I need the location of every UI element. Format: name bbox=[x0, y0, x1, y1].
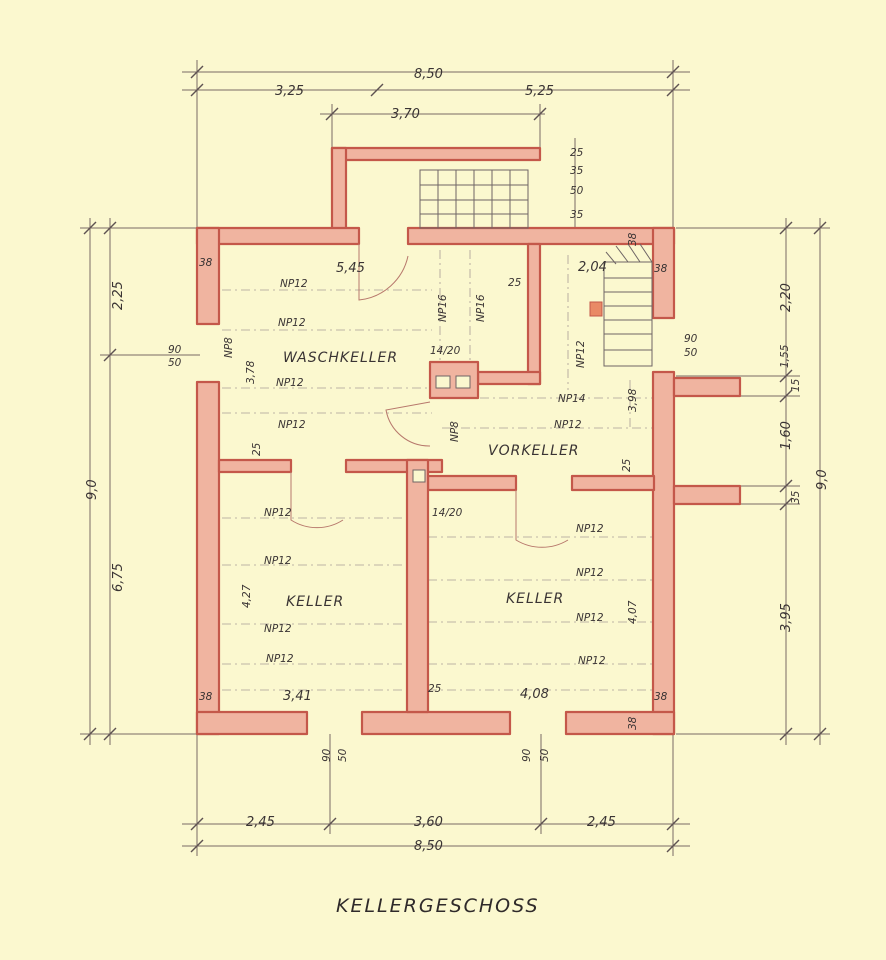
dim-stair-3: 50 bbox=[570, 185, 584, 197]
dim-bottom-window-left-a: 90 bbox=[321, 748, 333, 762]
label-np16-a: NP16 bbox=[437, 294, 449, 322]
wall-bottom-right bbox=[564, 710, 676, 736]
room-waschkeller: WASCHKELLER bbox=[283, 350, 398, 366]
label-vorkeller-depth: 3,98 bbox=[627, 388, 639, 412]
dim-bottom-right: 2,45 bbox=[587, 815, 616, 830]
dim-stair-4: 35 bbox=[570, 209, 584, 221]
wall-bottom-left bbox=[195, 710, 309, 736]
dim-left-upper: 2,25 bbox=[111, 281, 126, 310]
label-38-tl: 38 bbox=[199, 257, 213, 269]
dim-stair-2: 35 bbox=[570, 165, 584, 177]
dim-left-window-b: 50 bbox=[168, 357, 182, 369]
wall-entry-top bbox=[330, 146, 542, 162]
beam-label: NP12 bbox=[576, 523, 604, 535]
label-keller-right-depth: 4,07 bbox=[627, 600, 639, 624]
dim-right-5: 35 bbox=[790, 490, 802, 504]
dim-bottom-window-left-b: 50 bbox=[337, 748, 349, 762]
label-25-mid-right: 25 bbox=[621, 458, 633, 472]
label-25-bottom: 25 bbox=[428, 683, 442, 695]
beam-label: NP12 bbox=[264, 623, 292, 635]
dim-top-right: 5,25 bbox=[525, 84, 554, 99]
dim-right-window-a: 90 bbox=[684, 333, 698, 345]
beam-label: NP12 bbox=[278, 317, 306, 329]
room-keller-right: KELLER bbox=[506, 591, 564, 607]
dim-top-left: 3,25 bbox=[275, 84, 304, 99]
beam-label: NP12 bbox=[264, 507, 292, 519]
stairs bbox=[419, 169, 653, 367]
wall-left-lower bbox=[195, 380, 221, 736]
label-wash-depth: 3,78 bbox=[245, 360, 257, 384]
wall-keller-divider bbox=[405, 458, 430, 714]
dim-right-4: 1,60 bbox=[779, 421, 794, 450]
label-38-br1: 38 bbox=[654, 691, 668, 703]
label-25-mid-left: 25 bbox=[251, 442, 263, 456]
dim-left-window-a: 90 bbox=[168, 344, 182, 356]
wall-wash-right bbox=[526, 242, 542, 386]
walls bbox=[195, 146, 742, 736]
wall-top-left bbox=[195, 226, 361, 246]
dim-right-1: 2,20 bbox=[779, 283, 794, 312]
label-np8-a: NP8 bbox=[223, 337, 235, 358]
dim-left-lower: 6,75 bbox=[111, 563, 126, 592]
label-38-tr2: 38 bbox=[654, 263, 668, 275]
label-column-b: 14/20 bbox=[432, 507, 463, 519]
beam-label: NP12 bbox=[280, 278, 308, 290]
dim-stair-1: 25 bbox=[570, 147, 584, 159]
dim-right-6: 3,95 bbox=[779, 603, 794, 632]
dim-right-3: 15 bbox=[790, 378, 802, 392]
beam-label: NP12 bbox=[576, 567, 604, 579]
label-38-bl: 38 bbox=[199, 691, 213, 703]
label-np16-b: NP16 bbox=[475, 294, 487, 322]
beam-axis-lines bbox=[222, 250, 655, 691]
dim-top-overall: 8,50 bbox=[414, 67, 443, 82]
label-keller-right-width: 4,08 bbox=[520, 687, 549, 702]
label-keller-left-depth: 4,27 bbox=[241, 584, 253, 608]
drawing-title: KELLERGESCHOSS bbox=[336, 895, 540, 917]
dim-right-window-b: 50 bbox=[684, 347, 698, 359]
dim-bottom-window-right-a: 90 bbox=[521, 748, 533, 762]
wall-entry-left bbox=[330, 146, 348, 242]
label-np8-b: NP8 bbox=[449, 421, 461, 442]
label-keller-left-width: 3,41 bbox=[283, 689, 312, 704]
wall-buttress-upper bbox=[672, 376, 742, 398]
wall-mid-right-b bbox=[570, 474, 656, 492]
label-38-tr1: 38 bbox=[627, 232, 639, 246]
wall-buttress-lower bbox=[672, 484, 742, 506]
dim-bottom-overall: 8,50 bbox=[414, 839, 443, 854]
wall-right-lower bbox=[651, 370, 676, 736]
beam-label: NP12 bbox=[576, 612, 604, 624]
wall-left-upper bbox=[195, 226, 221, 326]
dim-right-2: 1,55 bbox=[779, 344, 791, 368]
dim-bottom-window-right-b: 50 bbox=[539, 748, 551, 762]
label-column-a: 14/20 bbox=[430, 345, 461, 357]
room-keller-left: KELLER bbox=[286, 594, 344, 610]
beam-label: NP12 bbox=[554, 419, 582, 431]
wall-mid-left-a bbox=[217, 458, 293, 474]
dimension-lines bbox=[80, 60, 830, 856]
label-np12-vertical: NP12 bbox=[575, 340, 587, 368]
beam-label: NP12 bbox=[264, 555, 292, 567]
wall-mid-right-a bbox=[426, 474, 518, 492]
wall-wash-bottom bbox=[476, 370, 542, 386]
label-25-top: 25 bbox=[508, 277, 522, 289]
wall-bottom-middle bbox=[360, 710, 512, 736]
label-wash-width: 5,45 bbox=[336, 261, 365, 276]
dim-bottom-left: 2,45 bbox=[246, 815, 275, 830]
label-np14: NP14 bbox=[558, 393, 586, 405]
room-vorkeller: VORKELLER bbox=[488, 443, 580, 459]
dim-entry-width: 3,70 bbox=[391, 107, 420, 122]
wall-right-upper bbox=[651, 226, 676, 320]
dim-left-overall: 9,0 bbox=[85, 479, 100, 500]
label-38-br2: 38 bbox=[627, 716, 639, 730]
label-stair-width: 2,04 bbox=[578, 260, 607, 275]
beam-label: NP12 bbox=[276, 377, 304, 389]
beam-label: NP12 bbox=[278, 419, 306, 431]
dim-bottom-middle: 3,60 bbox=[414, 815, 443, 830]
door-swings bbox=[290, 244, 569, 548]
beam-label: NP12 bbox=[578, 655, 606, 667]
dim-right-overall: 9,0 bbox=[815, 469, 830, 490]
beam-label: NP12 bbox=[266, 653, 294, 665]
